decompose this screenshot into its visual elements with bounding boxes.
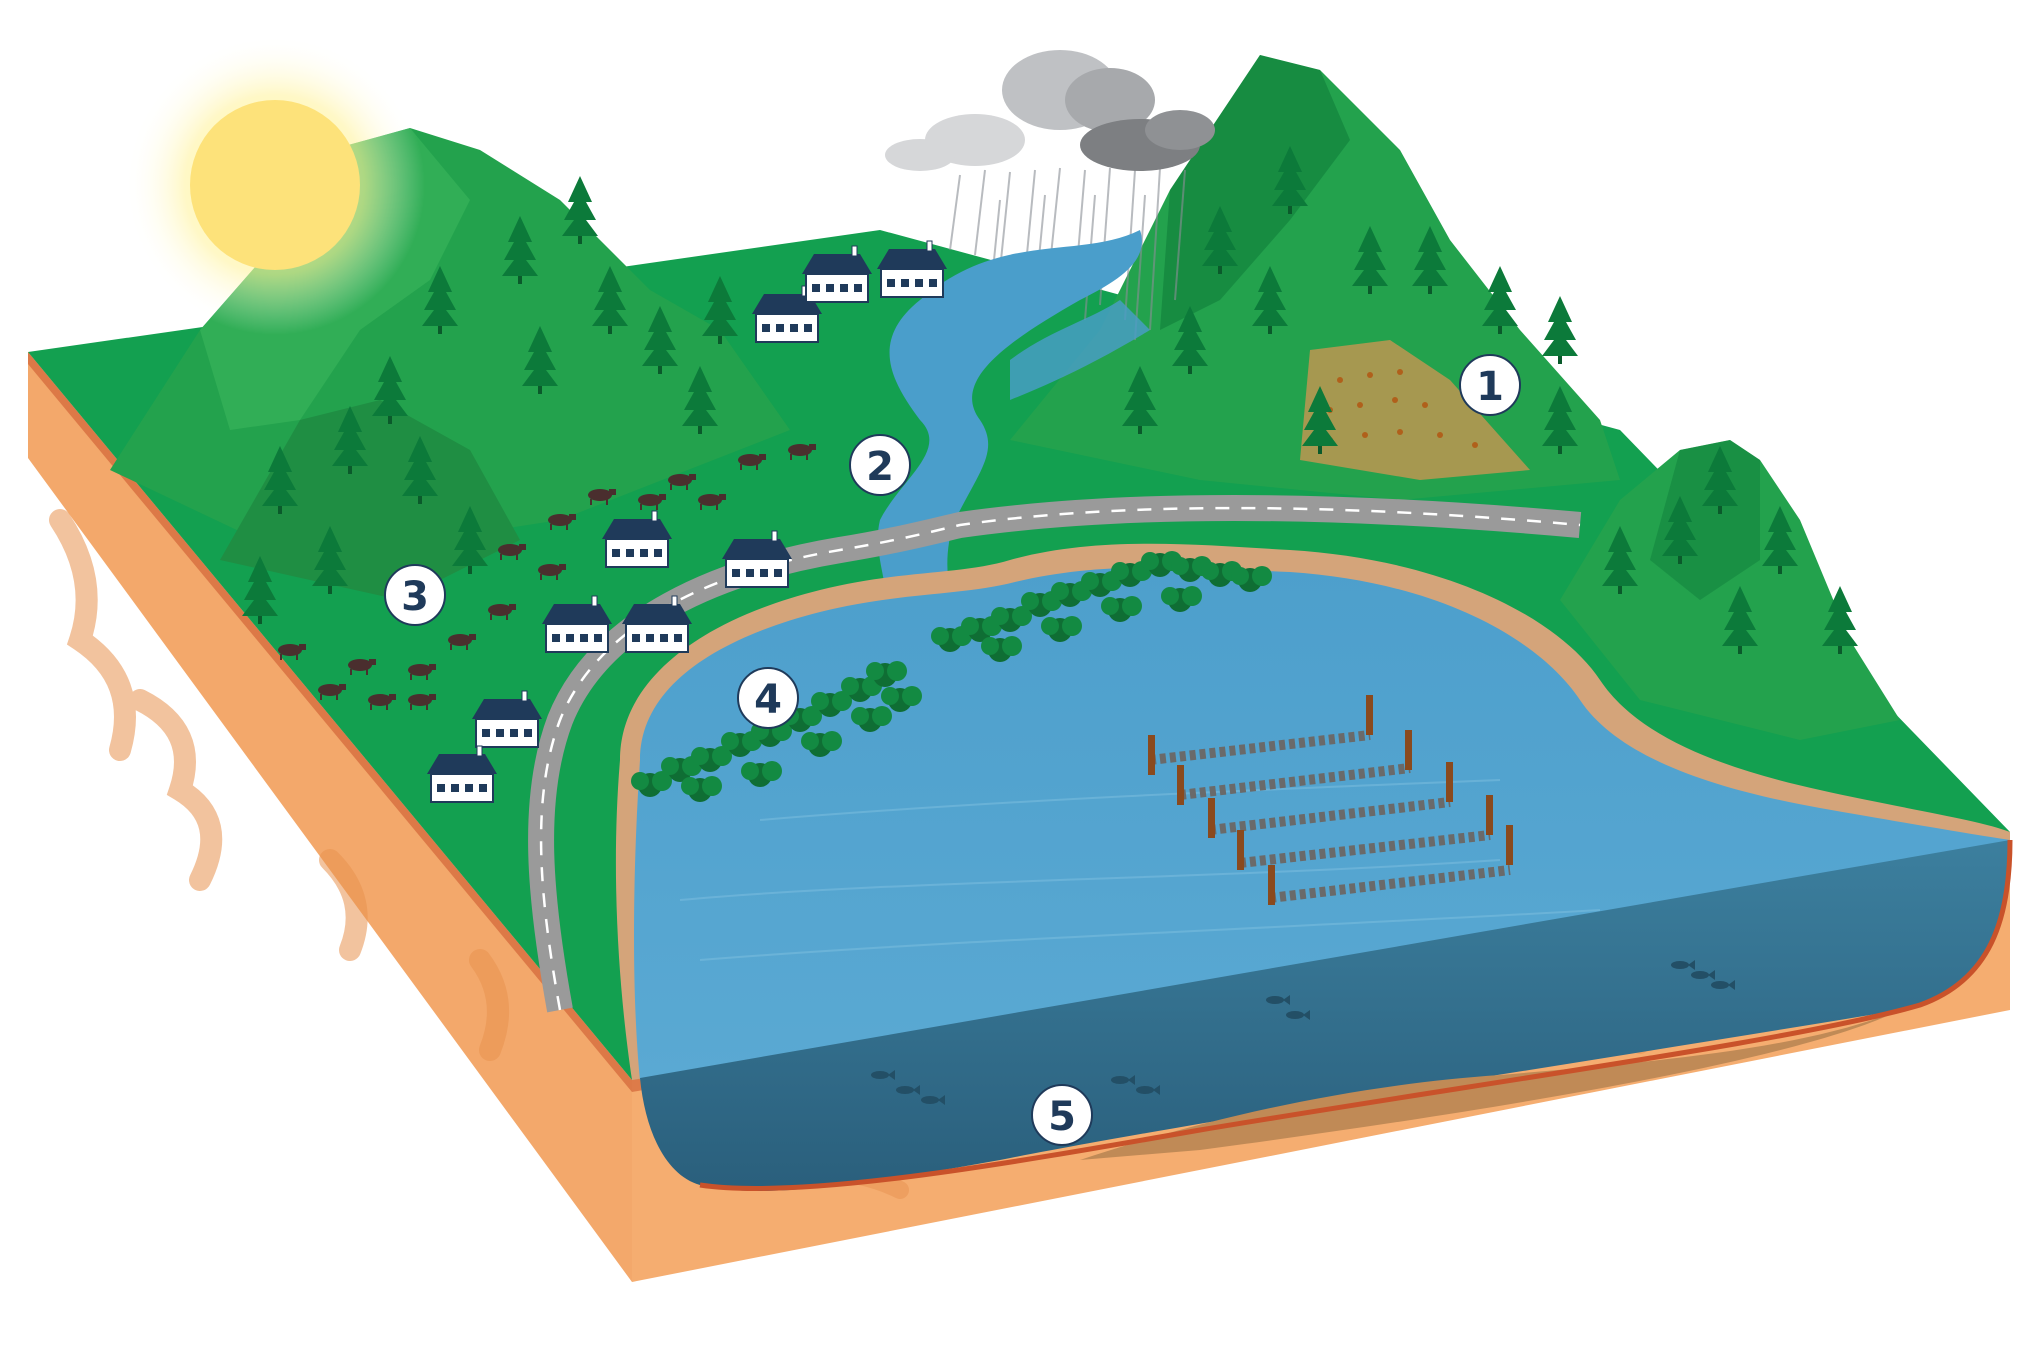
marker-wetland-vegetation[interactable]: 4 <box>737 667 799 729</box>
sun-icon <box>125 35 425 335</box>
lake-underwater <box>640 840 2010 1191</box>
oyster-rack-icon <box>1148 695 1513 905</box>
marker-label: 2 <box>866 444 894 490</box>
marker-label: 3 <box>401 574 429 620</box>
marker-river-inflow[interactable]: 2 <box>849 434 911 496</box>
marker-farmland-village[interactable]: 3 <box>384 564 446 626</box>
marker-lake-bed[interactable]: 5 <box>1031 1084 1093 1146</box>
rain-cloud-icon <box>885 50 1215 341</box>
marker-forestry-plot[interactable]: 1 <box>1459 354 1521 416</box>
lake-bed-edge <box>699 839 2013 1192</box>
marker-label: 1 <box>1476 364 1504 410</box>
marker-label: 4 <box>754 677 782 723</box>
marker-label: 5 <box>1048 1094 1076 1140</box>
soil-top-edge <box>28 352 632 1092</box>
lake-surface <box>634 567 2010 1080</box>
